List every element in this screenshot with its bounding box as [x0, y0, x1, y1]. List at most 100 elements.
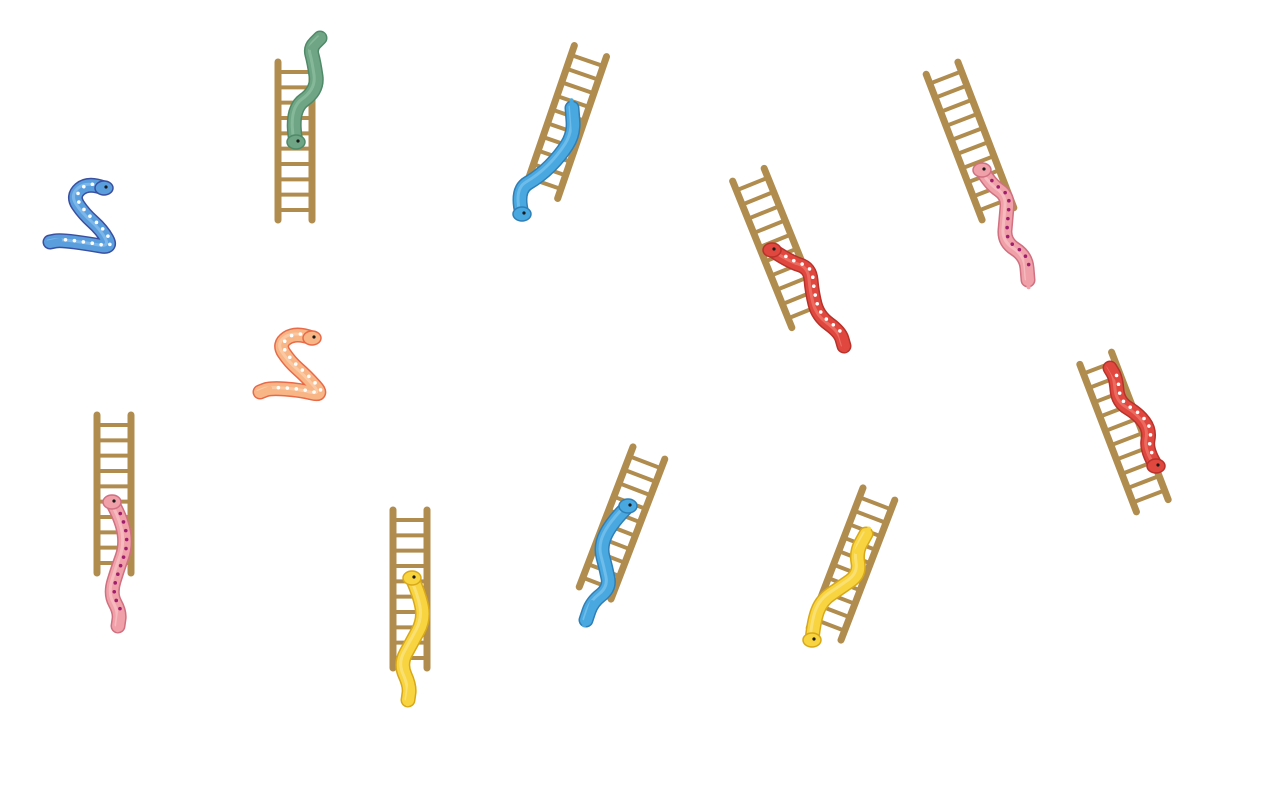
ladder-rung — [775, 275, 809, 292]
ladder-rung — [858, 495, 892, 512]
snake-red-2[interactable] — [1102, 360, 1166, 474]
ladder-rung — [929, 69, 963, 86]
snake-peach[interactable] — [252, 327, 327, 402]
snake-eye — [772, 247, 776, 251]
snake-head — [618, 498, 638, 514]
ladder-3[interactable] — [922, 58, 1018, 224]
snake-pink-1[interactable] — [972, 162, 1036, 290]
snake-spot — [116, 572, 120, 577]
snake-spot — [1017, 247, 1022, 252]
snake-spot — [996, 185, 1001, 189]
snake-eye — [982, 167, 986, 171]
snake-spot — [1121, 399, 1126, 404]
snake-spot — [294, 387, 299, 391]
snake-spot — [838, 329, 842, 333]
snake-spot — [813, 293, 818, 297]
snake-highlight — [108, 499, 125, 627]
snake-tail — [405, 684, 412, 707]
snake-head — [286, 134, 306, 150]
snake-pink-2[interactable] — [102, 494, 133, 634]
snake-spot — [815, 302, 820, 306]
snake-spot — [82, 184, 86, 189]
ladder-rung — [570, 53, 604, 68]
snake-spot — [100, 227, 105, 231]
snake-spot — [1128, 405, 1133, 409]
snake-spot — [810, 275, 815, 280]
snake-red-1[interactable] — [762, 242, 852, 354]
snake-spot — [113, 581, 118, 585]
snake-tail — [582, 600, 594, 628]
ladder-rung — [939, 97, 974, 114]
snake-tail — [1106, 363, 1118, 380]
snake-spot — [791, 258, 796, 263]
snake-spot — [303, 388, 308, 392]
snake-tail — [308, 33, 325, 50]
snake-spot — [118, 563, 123, 568]
snake-spot — [108, 242, 112, 247]
snake-spot — [63, 238, 68, 242]
snake-head — [302, 330, 322, 346]
snake-green[interactable] — [286, 30, 328, 150]
snake-spot — [312, 390, 316, 394]
ladder-rung — [945, 111, 979, 128]
snake-spot — [94, 220, 99, 225]
snake-spot — [1116, 382, 1121, 387]
snake-spot — [77, 200, 81, 204]
snake-spot — [818, 310, 823, 314]
snake-head — [1146, 458, 1166, 474]
snake-spot — [114, 598, 119, 603]
snake-spot — [121, 555, 126, 559]
snake-spot — [307, 374, 311, 379]
ladder-rung — [1110, 431, 1144, 448]
snake-eye — [296, 139, 300, 143]
snake-eye — [312, 335, 316, 339]
snake-yellow-2[interactable] — [802, 526, 874, 648]
snake-spot — [313, 381, 317, 385]
snake-head — [972, 162, 992, 178]
snake-head — [802, 632, 822, 648]
snake-spot — [287, 355, 292, 360]
snake-spot — [1114, 373, 1119, 378]
snake-spot — [88, 214, 92, 218]
snake-spot — [1142, 416, 1146, 421]
snake-head — [512, 206, 532, 222]
ladder-rung — [853, 508, 887, 525]
ladder-rung — [618, 481, 652, 498]
snake-tail — [838, 330, 848, 353]
ladder-6[interactable] — [389, 506, 431, 672]
snake-spot — [81, 240, 86, 244]
snake-spot — [282, 348, 287, 352]
snake-tail — [255, 386, 272, 396]
snake-tail — [115, 610, 122, 633]
snake-spot — [72, 238, 77, 243]
snake-spot — [99, 242, 103, 247]
ladder-rung — [561, 80, 595, 96]
snake-spot — [1010, 242, 1015, 246]
snake-spot — [807, 267, 812, 271]
snake-head — [402, 570, 422, 586]
ladder-rung — [956, 140, 990, 157]
snake-spot — [1135, 410, 1140, 415]
snake-spot — [1147, 441, 1152, 446]
snake-highlight — [582, 503, 628, 621]
snake-blue-2[interactable] — [578, 498, 638, 628]
snake-blue-1[interactable] — [512, 98, 581, 222]
ladder-rung — [961, 154, 995, 171]
snake-spot — [1007, 198, 1011, 203]
ladder-rung — [950, 125, 984, 142]
snake-head — [102, 494, 122, 510]
snake-spot — [293, 362, 298, 366]
ladder-rung — [1132, 488, 1166, 505]
snake-spot — [106, 234, 110, 238]
snake-spot — [800, 262, 804, 266]
snake-yellow-1[interactable] — [395, 570, 430, 708]
snake-spot — [112, 589, 117, 594]
snake-head — [94, 180, 114, 196]
snake-bluedot[interactable] — [42, 177, 116, 254]
snake-spot — [1023, 254, 1028, 258]
ladder-rung — [934, 83, 968, 100]
snake-tail — [569, 98, 576, 136]
snake-spot — [1005, 234, 1010, 239]
snake-body — [288, 32, 326, 148]
